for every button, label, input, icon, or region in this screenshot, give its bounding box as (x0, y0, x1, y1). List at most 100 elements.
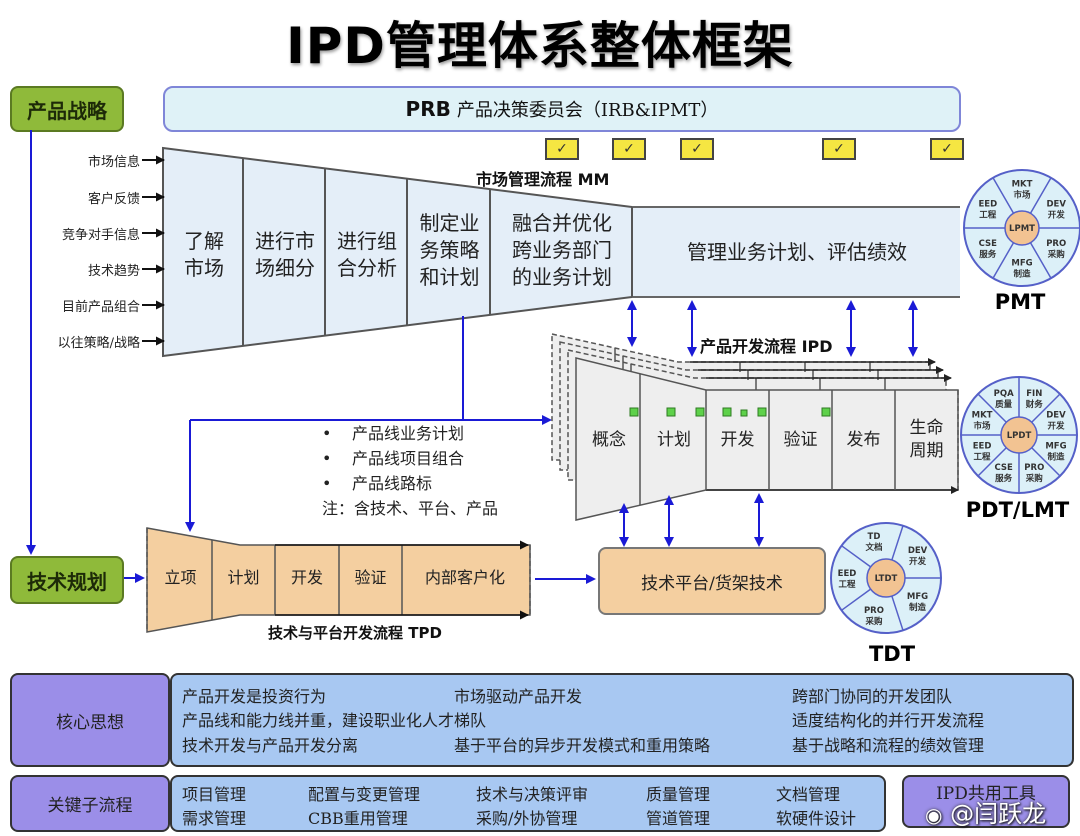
tech-planning-box: 技术规划 (10, 556, 124, 604)
mm-manage: 管理业务计划、评估绩效 (687, 239, 907, 264)
wheel-segment-label: CSE (979, 239, 998, 249)
mm-step: 进行组 合分析 (337, 229, 397, 280)
tpd-step: 立项 (164, 568, 197, 588)
tpd-step: 计划 (227, 568, 260, 588)
wheel-segment-label: 工程 (979, 209, 997, 220)
product-strategy-box: 产品战略 (10, 86, 124, 132)
ipd-phase: 发布 (846, 429, 881, 450)
pdt-wheel: FIN财务DEV开发MFG制造PRO采购CSE服务EED工程MKT市场PQA质量… (960, 376, 1078, 494)
wheel-segment-label: 财务 (1025, 399, 1044, 410)
checkpoint-icon: ✓ (822, 138, 856, 160)
market-input-label: 技术趋势 (87, 264, 140, 279)
core-idea: 适度结构化的并行开发流程 (792, 711, 985, 730)
wheel-segment-label: MFG (1045, 441, 1066, 451)
tpd-step: 内部客户化 (424, 568, 505, 588)
pmt-label: PMT (994, 290, 1046, 314)
watermark-text: @闫跃龙 (950, 800, 1047, 828)
wheel-segment-label: 采购 (1025, 473, 1044, 484)
wheel-segment-label: DEV (908, 546, 928, 556)
output-item: •产品线业务计划 (322, 424, 465, 443)
wheel-segment-label: 开发 (1047, 421, 1065, 432)
checkpoint-icon: ✓ (930, 138, 964, 160)
ipd-phase: 开发 (720, 429, 755, 450)
wheel-segment-label: 工程 (838, 579, 856, 590)
wheel-segment-label: 服务 (995, 473, 1013, 484)
ipd-phase: 验证 (783, 429, 818, 450)
weibo-icon: ◉ (925, 803, 943, 827)
mm-label: 市场管理流程 MM (476, 170, 610, 189)
subprocess: 采购/外协管理 (476, 809, 578, 828)
prb-text: 产品决策委员会（IRB&IPMT） (456, 100, 719, 121)
core-idea: 技术开发与产品开发分离 (182, 736, 359, 755)
output-item: •产品线路标 (322, 474, 433, 493)
tpd-step: 验证 (354, 568, 387, 588)
mm-step: 制定业 务策略 和计划 (419, 210, 480, 289)
wheel-segment-label: EED (973, 441, 992, 451)
wheel-segment-label: EED (838, 569, 857, 579)
wheel-segment-label: 制造 (909, 602, 927, 613)
wheel-segment-label: DEV (1046, 199, 1066, 209)
mm-step: 了解 市场 (184, 229, 224, 280)
core-idea: 基于平台的异步开发模式和重用策略 (454, 736, 711, 755)
market-input-label: 以往策略/战略 (57, 336, 140, 351)
core-ideas-body: 产品开发是投资行为 市场驱动产品开发 跨部门协同的开发团队 产品线和能力线并重，… (170, 673, 1074, 767)
tech-platform-box: 技术平台/货架技术 (598, 547, 826, 615)
market-input-label: 市场信息 (87, 155, 140, 170)
core-idea: 产品开发是投资行为 (182, 687, 327, 706)
wheel-segment-label: TD (868, 532, 881, 542)
mm-funnel (162, 146, 960, 358)
wheel-segment-label: 工程 (974, 451, 992, 462)
wheel-segment-label: CSE (995, 463, 1014, 473)
wheel-segment-label: PQA (994, 389, 1014, 399)
page-title: IPD管理体系整体框架 (286, 17, 794, 75)
mm-step: 融合并优化 跨业务部门 的业务计划 (512, 210, 612, 289)
core-idea: 跨部门协同的开发团队 (792, 687, 953, 706)
wheel-segment-label: MKT (1012, 180, 1033, 190)
tpd-label: 技术与平台开发流程 TPD (268, 624, 442, 642)
key-subprocess-body: 项目管理 配置与变更管理 技术与决策评审 质量管理 文档管理 需求管理 CBB重… (170, 775, 886, 832)
subprocess: 质量管理 (646, 785, 711, 804)
wheel-segment-label: 质量 (995, 399, 1013, 410)
core-ideas-heading: 核心思想 (10, 673, 170, 767)
wheel-segment-label: DEV (1046, 411, 1066, 421)
subprocess: 需求管理 (182, 809, 247, 828)
wheel-segment-label: 市场 (1013, 190, 1031, 201)
ipd-label: 产品开发流程 IPD (700, 337, 833, 356)
ipd-tools-box: IPD共用工具 (902, 775, 1070, 828)
wheel-segment-label: 采购 (864, 616, 883, 627)
tdt-label: TDT (868, 642, 916, 666)
subprocess: 配置与变更管理 (308, 785, 421, 804)
wheel-segment-label: 采购 (1047, 249, 1066, 260)
wheel-segment-label: MFG (907, 592, 928, 602)
market-input-label: 目前产品组合 (61, 300, 140, 315)
subprocess: 技术与决策评审 (476, 785, 589, 804)
wheel-center-label: LPMT (1009, 224, 1035, 234)
wheel-segment-label: PRO (1046, 239, 1066, 249)
prb-acronym: PRB (405, 97, 451, 121)
tpd-funnel (146, 527, 531, 633)
core-idea: 市场驱动产品开发 (454, 687, 583, 706)
tpd-step: 开发 (290, 568, 323, 588)
ipd-phase: 生命 周期 (909, 418, 944, 461)
wheel-segment-label: 制造 (1013, 269, 1031, 280)
subprocess: 软硬件设计 (776, 809, 857, 828)
checkpoint-icon: ✓ (680, 138, 714, 160)
wheel-segment-label: FIN (1026, 389, 1042, 399)
core-idea: 基于战略和流程的绩效管理 (792, 736, 985, 755)
core-idea: 产品线和能力线并重，建设职业化人才梯队 (182, 711, 487, 730)
wheel-segment-label: 开发 (909, 556, 927, 567)
mm-step: 进行市 场细分 (255, 229, 315, 280)
subprocess: 管道管理 (646, 809, 711, 828)
key-subprocess-heading: 关键子流程 (10, 775, 170, 832)
wheel-segment-label: MKT (972, 411, 993, 421)
checkpoint-icon: ✓ (545, 138, 579, 160)
wheel-center-label: LTDT (875, 574, 898, 584)
ipd-phase: 计划 (657, 429, 691, 450)
watermark: ◉ @闫跃龙 (925, 794, 1046, 829)
ipd-phase: 概念 (592, 429, 626, 450)
pdt-label: PDT/LMT (965, 498, 1070, 522)
wheel-segment-label: MFG (1011, 259, 1032, 269)
wheel-segment-label: 制造 (1047, 451, 1065, 462)
